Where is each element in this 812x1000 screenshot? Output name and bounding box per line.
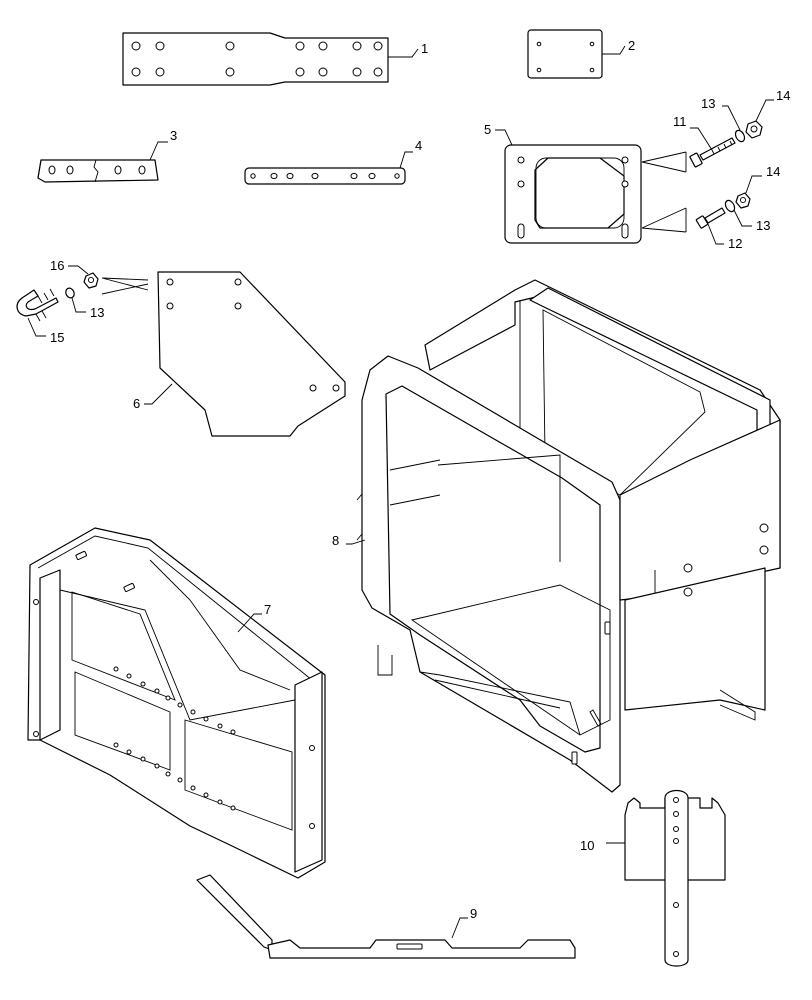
callout-15: 15 bbox=[50, 330, 64, 345]
part-11-bolt bbox=[689, 137, 736, 168]
part-12-bolt bbox=[695, 207, 726, 229]
leader-13a bbox=[722, 105, 741, 131]
part-1-plate bbox=[122, 32, 389, 86]
callout-1: 1 bbox=[421, 41, 428, 56]
assembly-lines-15 bbox=[101, 277, 149, 295]
leader-16 bbox=[68, 265, 89, 275]
part-16-nut bbox=[83, 272, 99, 289]
callout-4: 4 bbox=[415, 138, 422, 153]
callout-14b: 14 bbox=[766, 164, 780, 179]
part-2-plate bbox=[527, 29, 603, 79]
part-1-holes bbox=[131, 41, 383, 77]
part-10-bracket bbox=[624, 789, 726, 967]
leader-13b bbox=[733, 209, 752, 227]
leader-6 bbox=[144, 383, 173, 405]
leader-14b bbox=[745, 175, 762, 194]
part-13-washer-top bbox=[734, 129, 746, 143]
leader-2 bbox=[602, 45, 626, 55]
callout-3: 3 bbox=[170, 128, 177, 143]
part-14-nut-top bbox=[745, 120, 763, 139]
callout-13a: 13 bbox=[701, 96, 715, 111]
part-4-bar bbox=[244, 167, 406, 185]
callout-12: 12 bbox=[728, 236, 742, 251]
callout-2: 2 bbox=[628, 38, 635, 53]
part-15-u-bolt bbox=[16, 288, 59, 322]
leader-8 bbox=[346, 539, 366, 545]
callout-5: 5 bbox=[484, 122, 491, 137]
part-6-plate bbox=[157, 271, 346, 437]
callout-6: 6 bbox=[133, 396, 140, 411]
part-13-washer-mid bbox=[724, 199, 736, 213]
part-13-washer-left bbox=[65, 287, 75, 299]
part-14-nut-mid bbox=[735, 192, 751, 209]
leader-1 bbox=[388, 48, 419, 58]
callout-7: 7 bbox=[264, 602, 271, 617]
leader-15 bbox=[27, 317, 46, 337]
assembly-lines-5 bbox=[641, 151, 687, 233]
part-9-tray bbox=[196, 874, 576, 959]
part-7-holes bbox=[113, 666, 236, 811]
leader-4 bbox=[399, 151, 413, 169]
callout-8: 8 bbox=[332, 533, 339, 548]
leader-14a bbox=[755, 99, 774, 122]
part-8-frame bbox=[356, 279, 781, 793]
callout-10: 10 bbox=[580, 838, 594, 853]
leader-12 bbox=[707, 223, 724, 245]
callout-11: 11 bbox=[673, 114, 687, 129]
callout-16: 16 bbox=[50, 258, 64, 273]
leader-11 bbox=[690, 127, 713, 151]
part-5-plate bbox=[504, 144, 642, 244]
leader-5 bbox=[495, 129, 513, 146]
leader-13c bbox=[71, 297, 86, 313]
part-4-holes bbox=[250, 172, 400, 180]
callout-9: 9 bbox=[470, 906, 477, 921]
callout-14a: 14 bbox=[776, 88, 790, 103]
leader-7 bbox=[237, 613, 262, 633]
callout-13c: 13 bbox=[90, 305, 104, 320]
leader-3 bbox=[149, 141, 168, 161]
part-7-frame bbox=[27, 527, 326, 879]
leader-9 bbox=[451, 917, 468, 939]
part-3-holes bbox=[48, 165, 146, 175]
callout-13b: 13 bbox=[756, 218, 770, 233]
part-3-strip bbox=[37, 159, 159, 183]
